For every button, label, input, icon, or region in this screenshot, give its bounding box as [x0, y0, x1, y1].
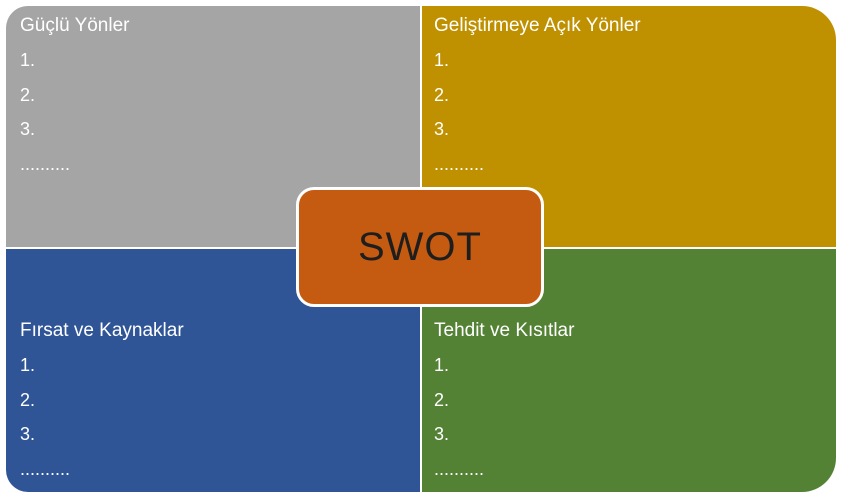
opportunities-item-1: 1.: [20, 355, 36, 375]
threats-item-3: 3.: [434, 424, 450, 444]
opportunities-item-more: ..........: [20, 458, 71, 479]
opportunities-item-3: 3.: [20, 424, 36, 444]
threats-item-1: 1.: [434, 355, 450, 375]
weaknesses-title: Geliştirmeye Açık Yönler: [434, 15, 641, 36]
threats-title: Tehdit ve Kısıtlar: [434, 320, 575, 341]
threats-quadrant: Tehdit ve Kısıtlar 1. 2. 3. ..........: [422, 249, 836, 492]
weaknesses-item-more: ..........: [434, 153, 485, 174]
weaknesses-item-1: 1.: [434, 50, 450, 70]
swot-center-box: SWOT: [296, 187, 544, 307]
strengths-item-3: 3.: [20, 119, 36, 139]
opportunities-item-2: 2.: [20, 389, 36, 410]
threats-item-more: ..........: [434, 458, 485, 479]
strengths-item-1: 1.: [20, 50, 36, 70]
weaknesses-item-2: 2.: [434, 84, 450, 105]
strengths-item-2: 2.: [20, 84, 36, 105]
strengths-title: Güçlü Yönler: [20, 15, 130, 36]
weaknesses-item-3: 3.: [434, 119, 450, 139]
opportunities-title: Fırsat ve Kaynaklar: [20, 320, 184, 341]
swot-diagram: Güçlü Yönler 1. 2. 3. .......... Gelişti…: [6, 6, 836, 492]
threats-item-2: 2.: [434, 389, 450, 410]
strengths-quadrant: Güçlü Yönler 1. 2. 3. ..........: [6, 6, 420, 247]
strengths-item-more: ..........: [20, 153, 71, 174]
swot-center-label: SWOT: [358, 224, 482, 269]
